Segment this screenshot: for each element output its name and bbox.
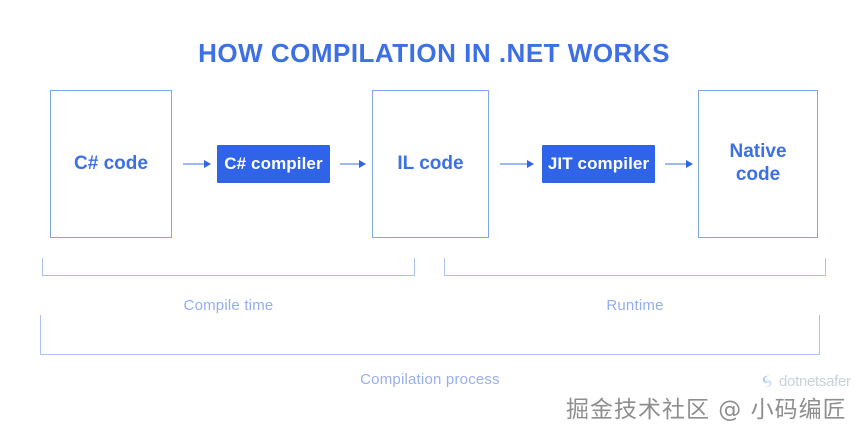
node-csharp-code: C# code xyxy=(50,90,172,238)
arrow-shaft-icon xyxy=(665,163,686,165)
arrow-head-icon xyxy=(204,160,211,168)
node-csharp-code-label: C# code xyxy=(74,152,148,174)
node-csharp-compiler: C# compiler xyxy=(217,145,330,183)
overlay-watermark-text: 掘金技术社区 @ 小码编匠 xyxy=(566,397,847,423)
node-native-code-label-line1: Native xyxy=(729,141,787,163)
bracket-compile-time-label: Compile time xyxy=(183,297,274,314)
node-jit-compiler-label: JIT compiler xyxy=(547,154,650,173)
arrow-jit-compiler-to-native-code xyxy=(665,159,693,169)
node-csharp-compiler-label: C# compiler xyxy=(224,154,323,173)
page-title: HOW COMPILATION IN .NET WORKS xyxy=(198,38,670,68)
node-il-code-label: IL code xyxy=(397,152,464,174)
brand-watermark-text: dotnetsafer xyxy=(779,372,851,390)
bracket-compilation-process-label: Compilation process xyxy=(360,371,500,388)
bracket-compilation-process xyxy=(40,315,820,355)
arrow-shaft-icon xyxy=(340,163,359,165)
arrow-head-icon xyxy=(686,160,693,168)
node-native-code-label: Native code xyxy=(729,141,786,187)
brand-watermark: dotnetsafer xyxy=(757,372,865,396)
arrow-il-code-to-jit-compiler xyxy=(500,159,534,169)
arrow-shaft-icon xyxy=(183,163,204,165)
node-il-code: IL code xyxy=(372,90,489,238)
node-native-code: Native code xyxy=(698,90,818,238)
node-jit-compiler: JIT compiler xyxy=(542,145,655,183)
node-native-code-label-line2: code xyxy=(735,164,781,185)
arrow-head-icon xyxy=(527,160,534,168)
bracket-runtime-label: Runtime xyxy=(606,297,664,314)
bracket-compile-time xyxy=(42,258,415,276)
arrow-csharp-code-to-csharp-compiler xyxy=(183,159,211,169)
arrow-shaft-icon xyxy=(500,163,527,165)
arrow-head-icon xyxy=(359,160,366,168)
dotnetsafer-logo-icon xyxy=(762,375,773,388)
arrow-csharp-compiler-to-il-code xyxy=(340,159,366,169)
bracket-runtime xyxy=(444,258,826,276)
